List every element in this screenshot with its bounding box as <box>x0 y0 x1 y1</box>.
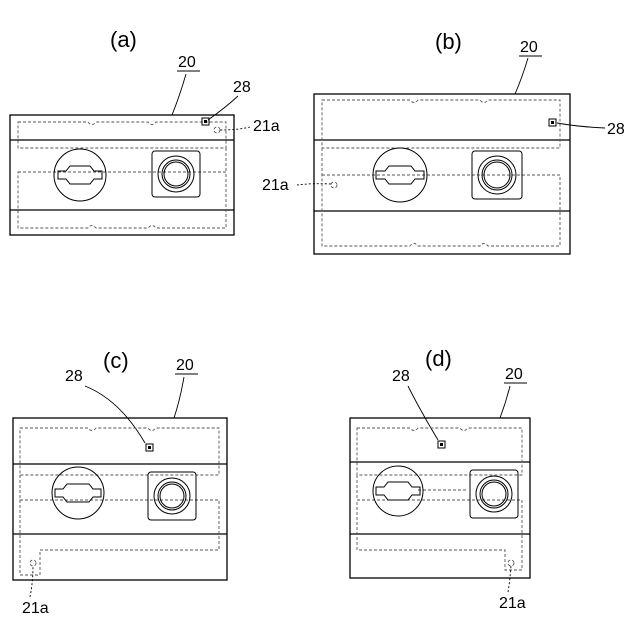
body-leader-line <box>174 377 184 418</box>
sensor-28-core <box>440 443 443 446</box>
port-21a-marker <box>331 182 337 188</box>
port-reference-number: 21a <box>253 118 280 135</box>
sensor-leader-line <box>85 386 145 443</box>
port-reference-number: 21a <box>262 177 289 194</box>
body-leader-line <box>172 74 186 115</box>
negative-terminal <box>54 149 106 201</box>
panel-label: (a) <box>110 27 137 52</box>
panel-label: (b) <box>435 29 462 54</box>
body-reference-number: 20 <box>176 357 194 374</box>
sensor-reference-number: 28 <box>392 368 410 385</box>
sensor-28-core <box>204 120 207 123</box>
port-leader-line <box>220 127 250 130</box>
upper-dashed-channel <box>357 428 522 475</box>
port-leader-line <box>30 566 33 597</box>
port-21a-marker <box>214 127 220 133</box>
sensor-reference-number: 28 <box>607 121 625 138</box>
upper-dashed-channel <box>18 122 226 148</box>
panel-c: (c) 20 28 21a <box>13 348 227 617</box>
sensor-28-core <box>551 121 554 124</box>
sensor-reference-number: 28 <box>233 79 251 96</box>
body-reference-number: 20 <box>520 39 538 56</box>
battery-body <box>314 94 570 254</box>
port-21a-marker <box>508 560 514 566</box>
port-reference-number: 21a <box>22 600 49 617</box>
port-21a-marker <box>30 560 36 566</box>
battery-body <box>13 418 227 580</box>
panel-label: (c) <box>103 348 129 373</box>
port-reference-number: 21a <box>499 595 526 612</box>
lower-dashed-channel <box>20 500 219 575</box>
upper-dashed-channel <box>20 428 219 475</box>
body-reference-number: 20 <box>505 366 523 383</box>
sensor-leader-line <box>557 123 605 128</box>
sensor-reference-number: 28 <box>65 368 83 385</box>
sensor-leader-line <box>408 386 438 440</box>
panel-a: (a) 20 28 21a <box>10 27 280 235</box>
lower-dashed-channel <box>18 172 226 228</box>
positive-terminal <box>470 470 518 518</box>
panel-b: (b) 20 28 21a <box>262 29 625 254</box>
positive-terminal <box>148 472 196 520</box>
sensor-28-core <box>148 446 151 449</box>
positive-terminal <box>152 151 200 197</box>
body-leader-line <box>500 386 510 418</box>
negative-terminal <box>373 466 423 516</box>
panel-label: (d) <box>425 346 452 371</box>
upper-dashed-channel <box>322 100 560 148</box>
panel-d: (d) 20 28 21a <box>350 346 530 612</box>
body-leader-line <box>515 58 528 94</box>
battery-body <box>350 418 530 578</box>
body-reference-number: 20 <box>178 54 196 71</box>
